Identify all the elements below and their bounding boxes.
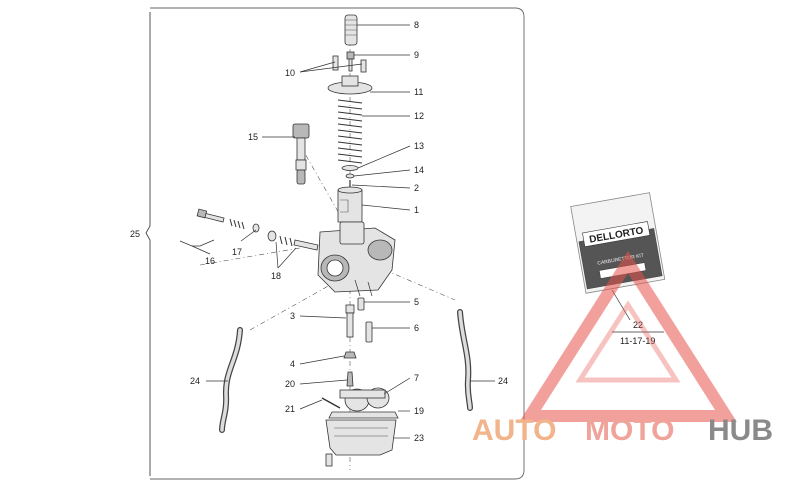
part-13-ring	[341, 165, 359, 171]
callout-11: 11	[414, 87, 423, 97]
watermark-logo: AUTO MOTO HUB	[472, 250, 773, 447]
kit-leader	[611, 289, 631, 321]
part-18-screw	[267, 230, 319, 251]
callout-15: 15	[248, 132, 258, 142]
callout-17: 17	[232, 247, 242, 257]
part-19-gasket	[328, 411, 399, 419]
callout-1: 1	[414, 205, 419, 215]
callout-18: 18	[271, 271, 281, 281]
callout-22: 22	[633, 320, 643, 330]
watermark-text-auto: AUTO	[472, 414, 556, 447]
callout-20: 20	[285, 379, 295, 389]
callout-12: 12	[414, 111, 424, 121]
callout-14: 14	[414, 165, 424, 175]
diagram-frame	[150, 7, 525, 480]
part-20-needle-valve	[346, 371, 354, 387]
part-8-cap	[344, 14, 358, 46]
part-12-spring	[337, 99, 363, 164]
callout-9: 9	[414, 50, 419, 60]
callout-10: 10	[285, 68, 295, 78]
part-10-screws	[332, 55, 367, 73]
callout-23: 23	[414, 433, 424, 443]
callout-16: 16	[205, 256, 215, 266]
part-4-main-jet	[343, 351, 357, 359]
part-21-pin	[321, 397, 341, 409]
callout-13: 13	[414, 141, 424, 151]
group-brace	[145, 12, 151, 476]
callout-24-right: 24	[498, 376, 508, 386]
group-label-25: 25	[130, 229, 140, 239]
part-17-spring	[229, 218, 260, 233]
part-15-choke	[292, 123, 310, 185]
carburettor-body	[317, 221, 396, 297]
callout-6: 6	[414, 323, 419, 333]
part-14-clip	[345, 173, 355, 179]
callout-19: 19	[414, 406, 424, 416]
callout-labels: 8 9 10 11 12 13 14 2 1 15 16 17 18 5 3 6…	[190, 20, 508, 443]
part-6-jet	[365, 321, 373, 343]
callout-7: 7	[414, 373, 419, 383]
watermark-text-hub: HUB	[708, 414, 773, 447]
callout-2: 2	[414, 183, 419, 193]
callout-8: 8	[414, 20, 419, 30]
part-11-cover	[327, 75, 373, 95]
part-9-screw	[346, 51, 355, 72]
part-3-atomizer	[345, 304, 355, 338]
part-5-jet	[357, 297, 365, 311]
callout-21: 21	[285, 404, 295, 414]
kit-sizes: 11-17-19	[620, 336, 655, 346]
drain-screw	[325, 453, 333, 467]
callout-4: 4	[290, 359, 295, 369]
part-23-bowl	[325, 419, 397, 456]
part-16-screw	[196, 208, 225, 223]
callout-24-left: 24	[190, 376, 200, 386]
watermark-triangle	[519, 250, 737, 422]
callout-3: 3	[290, 311, 295, 321]
part-1-slide	[337, 186, 363, 223]
callout-5: 5	[414, 297, 419, 307]
leader-lines	[206, 24, 495, 439]
part-7-float	[339, 387, 390, 412]
watermark-text-moto: MOTO	[585, 414, 674, 447]
